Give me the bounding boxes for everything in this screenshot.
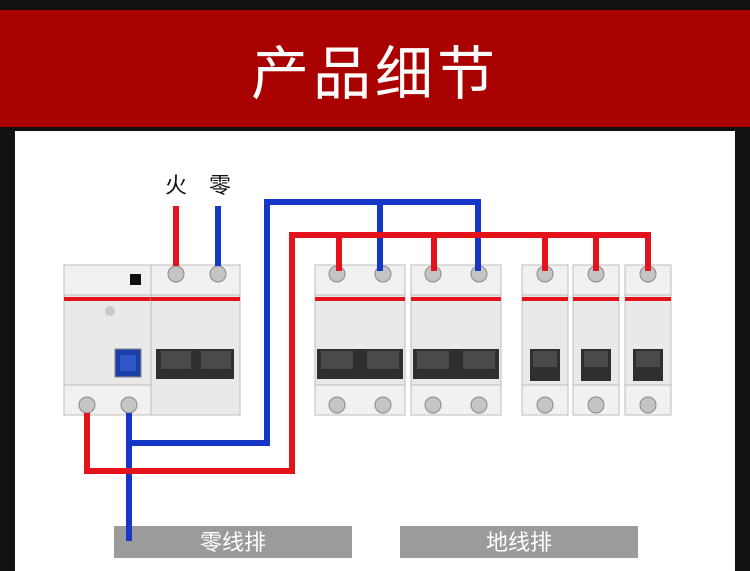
breaker-bottom-cap [314, 384, 406, 416]
breaker-toggle[interactable] [636, 351, 660, 367]
breaker-toggle[interactable] [367, 351, 399, 369]
breaker-terminal [424, 396, 442, 414]
single-pole-breaker [624, 264, 672, 416]
neutral-bar: 零线排 [114, 526, 352, 558]
breaker-top-cap [410, 264, 502, 296]
ground-bar-body [400, 526, 638, 558]
main-breaker-terminal [209, 265, 227, 283]
rcd-test-button-face [120, 355, 136, 371]
breaker-toggle[interactable] [584, 351, 608, 367]
main-breaker-terminal [167, 265, 185, 283]
two-pole-breaker [410, 264, 502, 416]
breaker-top-cap [314, 264, 406, 296]
breaker-terminal [639, 396, 657, 414]
neutral-label: 零 [209, 174, 231, 199]
ground-bar-label: 地线排 [486, 531, 552, 556]
single-pole-breaker [521, 264, 569, 416]
main-breaker-toggle[interactable] [161, 351, 191, 369]
single-pole-breakers [521, 264, 672, 416]
neutral-bus-wire [126, 199, 481, 446]
rcd-terminal [78, 396, 96, 414]
diagram-panel: 火 零 零线排 地线排 [15, 131, 735, 571]
breaker-terminal [587, 396, 605, 414]
title-banner: 产品细节 [0, 10, 750, 127]
neutral-bar-label: 零线排 [200, 531, 266, 556]
neutral-bar-body [114, 526, 352, 558]
two-pole-breakers [314, 264, 502, 416]
breaker-bottom-cap [410, 384, 502, 416]
rcd-test-dot [105, 306, 115, 316]
wiring-diagram: 火 零 零线排 地线排 [63, 174, 672, 558]
main-breaker-top-cap [150, 264, 241, 296]
rcd-bottom-cap [63, 384, 152, 416]
rcd-terminal [120, 396, 138, 414]
rcd-breaker [63, 264, 152, 416]
live-label: 火 [165, 174, 187, 199]
single-pole-breaker [572, 264, 620, 416]
breaker-terminal [374, 396, 392, 414]
ground-bar: 地线排 [400, 526, 638, 558]
main-breaker-toggle[interactable] [201, 351, 231, 369]
breaker-terminal [536, 396, 554, 414]
breaker-toggle[interactable] [533, 351, 557, 367]
breaker-toggle[interactable] [321, 351, 353, 369]
breaker-toggle[interactable] [417, 351, 449, 369]
rcd-indicator [130, 274, 141, 285]
breaker-terminal [328, 396, 346, 414]
main-breaker [150, 264, 241, 416]
live-bus-wire [84, 232, 651, 474]
two-pole-breaker [314, 264, 406, 416]
page-title: 产品细节 [250, 39, 499, 108]
breaker-terminal [470, 396, 488, 414]
breaker-toggle[interactable] [463, 351, 495, 369]
